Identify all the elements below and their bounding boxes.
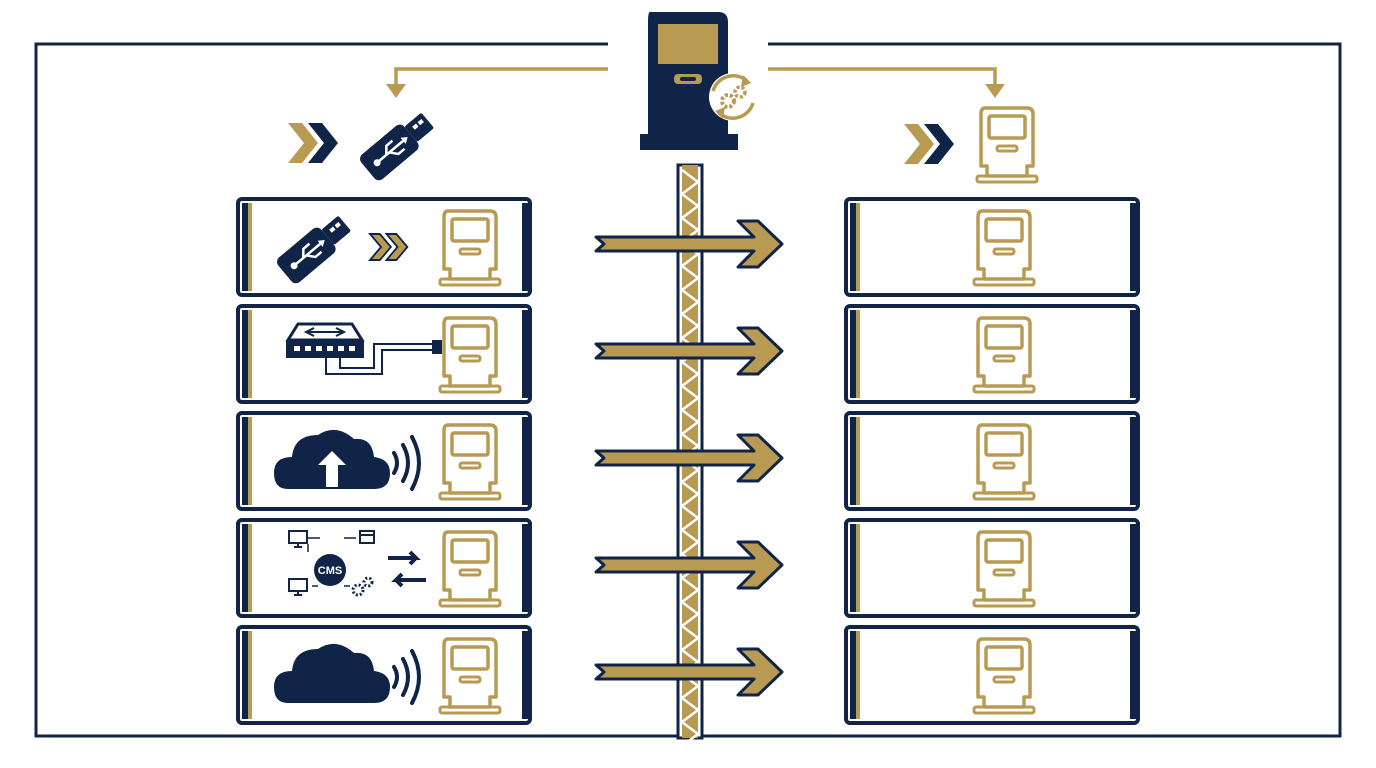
- feed-arrow-right: [768, 67, 1005, 98]
- right-header-double-chevron-icon: [904, 124, 954, 164]
- left-header-double-chevron-icon: [288, 123, 338, 163]
- sync-arrows-icon: [388, 550, 426, 588]
- right-row-5: [844, 625, 1140, 725]
- source-kiosk-icon: [640, 12, 738, 150]
- sync-gears-icon: [709, 73, 757, 121]
- right-header-kiosk-icon: [975, 106, 1039, 184]
- cms-network-icon: [288, 530, 375, 597]
- double-chevron-icon: [368, 233, 409, 261]
- left-row-1: [236, 197, 532, 297]
- right-row-3: [844, 411, 1140, 511]
- cms-label: CMS: [318, 565, 342, 577]
- right-row-4: [844, 518, 1140, 618]
- left-row-3: [236, 411, 532, 511]
- right-row-2: [844, 304, 1140, 404]
- cable-icon: [325, 340, 442, 375]
- left-row-5: [236, 625, 532, 725]
- feed-arrow-left: [386, 67, 608, 98]
- left-header-usb-drive-icon: [356, 106, 440, 184]
- rows-container: [236, 197, 1140, 725]
- left-row-2: [236, 304, 532, 404]
- network-switch-icon: [285, 322, 365, 358]
- outer-frame: [34, 42, 1342, 738]
- left-row-4: [236, 518, 532, 618]
- right-row-1: [844, 197, 1140, 297]
